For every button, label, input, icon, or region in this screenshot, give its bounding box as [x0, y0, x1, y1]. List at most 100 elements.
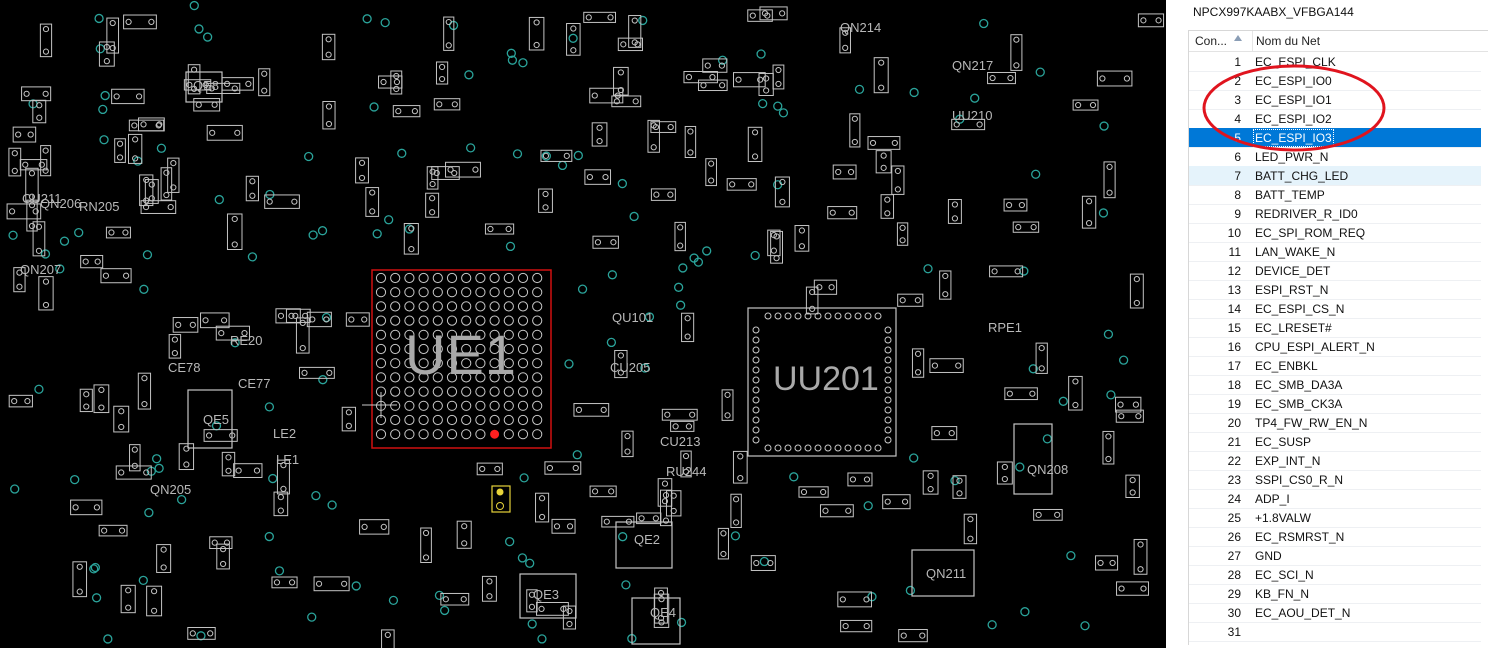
- bga-ball: [446, 315, 458, 326]
- component-footprint: [721, 389, 734, 421]
- bga-ball: [532, 301, 543, 312]
- pad: [1006, 390, 1013, 397]
- pad: [451, 101, 458, 108]
- pad: [1013, 36, 1020, 43]
- column-header-connection[interactable]: Con...: [1195, 34, 1228, 48]
- pad: [118, 408, 125, 415]
- column-separator[interactable]: [1252, 31, 1253, 51]
- component-footprint: [847, 472, 873, 487]
- via: [909, 87, 919, 98]
- bga-ball: [503, 414, 514, 426]
- bga-ball: [418, 400, 429, 411]
- pad: [1007, 74, 1014, 82]
- pad: [624, 433, 631, 440]
- via: [773, 180, 783, 190]
- pad: [809, 305, 816, 312]
- bga-ball: [375, 272, 387, 284]
- pad: [315, 580, 323, 587]
- component-footprint: [939, 270, 952, 300]
- component-footprint: [127, 133, 143, 164]
- pad: [1054, 511, 1061, 518]
- component-footprint: [13, 267, 26, 293]
- selected-pin: [490, 429, 500, 439]
- bga-ball: [432, 429, 443, 440]
- pad: [976, 121, 983, 128]
- pcb-canvas[interactable]: [0, 0, 1166, 648]
- via: [34, 384, 44, 394]
- pad: [566, 620, 573, 628]
- net-name: LED_PWR_N: [1255, 150, 1329, 164]
- via: [564, 359, 574, 369]
- package-outline: [747, 307, 897, 457]
- via: [384, 215, 394, 225]
- component-footprint: [573, 403, 610, 417]
- via: [756, 49, 766, 59]
- sort-ascending-icon[interactable]: [1233, 33, 1243, 43]
- qfn-pad: [784, 444, 792, 452]
- pad: [631, 39, 638, 46]
- net-list-panel: NPCX997KAABX_VFBGA144 Con... Nom du Net …: [1166, 0, 1488, 648]
- column-header-net-name[interactable]: Nom du Net: [1256, 34, 1321, 48]
- via: [640, 363, 650, 373]
- via: [194, 24, 204, 34]
- pad: [596, 124, 603, 131]
- qfn-pad: [854, 312, 862, 320]
- qfn-pad: [874, 444, 882, 452]
- net-row[interactable]: 31: [1189, 622, 1481, 642]
- net-row[interactable]: 25+1.8VALW: [1189, 508, 1481, 528]
- connection-number: 26: [1227, 530, 1241, 544]
- via: [572, 450, 582, 460]
- net-row[interactable]: 6 LED_PWR_N: [1189, 147, 1481, 167]
- component-footprint: [264, 194, 300, 209]
- via: [142, 250, 153, 260]
- connection-number: 6: [1234, 150, 1241, 164]
- component-footprint: [681, 312, 695, 343]
- pad: [76, 563, 83, 570]
- pad: [113, 93, 120, 100]
- component-footprint: [276, 459, 290, 495]
- bga-ball: [503, 358, 514, 369]
- component-footprint: [867, 136, 901, 150]
- component-footprint: [849, 113, 861, 148]
- component-footprint: [100, 268, 132, 284]
- connection-number: 8: [1234, 188, 1241, 202]
- via: [1015, 462, 1025, 472]
- via: [789, 472, 799, 482]
- component-footprint: [295, 317, 310, 354]
- connection-number: 1: [1234, 55, 1241, 69]
- pad: [828, 284, 835, 291]
- connection-number: 23: [1227, 473, 1241, 487]
- component-footprint: [390, 70, 403, 95]
- component-footprint: [433, 98, 461, 111]
